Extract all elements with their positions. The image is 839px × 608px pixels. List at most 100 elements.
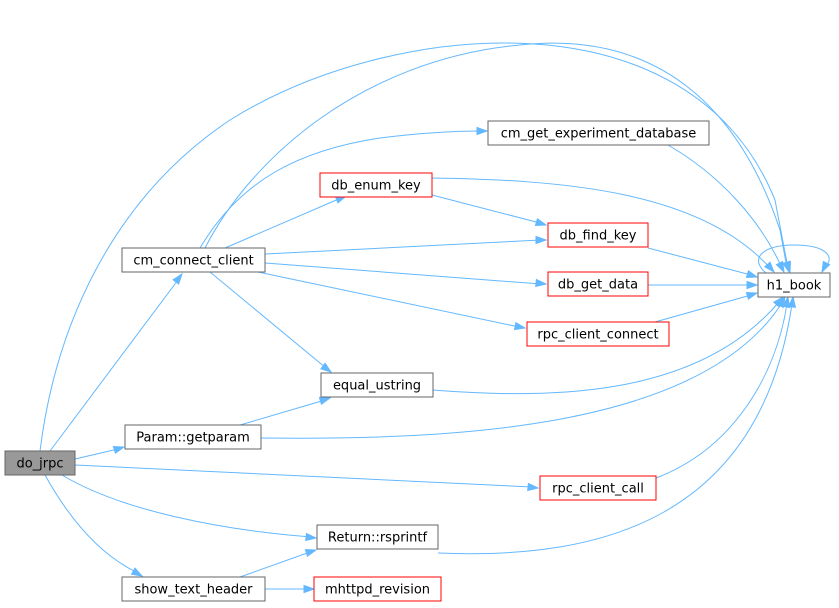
node-box [539, 475, 657, 501]
edge-cm_connect_client-to-cm_get_experiment_database [199, 126, 489, 249]
edge-line [431, 194, 541, 224]
node-label: cm_get_experiment_database [501, 127, 697, 142]
edge-line [758, 244, 830, 274]
node-rpc_client_call[interactable]: rpc_client_call [539, 475, 657, 501]
edge-line [437, 303, 793, 555]
arrowhead-icon [781, 295, 791, 309]
arrowhead-icon [821, 260, 831, 274]
node-label: db_find_key [560, 229, 637, 244]
arrowhead-icon [527, 482, 540, 492]
node-layer: do_jrpc cm_connect_clientParam::getparams… [4, 120, 831, 602]
arrowhead-icon [112, 445, 126, 455]
edge-line [431, 177, 771, 269]
arrowhead-icon [781, 260, 791, 274]
edge-line [74, 448, 119, 460]
edge-line [239, 399, 326, 426]
edge-line [49, 279, 179, 452]
edge-db_enum_key-to-h1_book [431, 177, 775, 274]
node-label: db_enum_key [331, 179, 421, 194]
node-label: db_get_data [558, 278, 638, 293]
node-show_text_header[interactable]: show_text_header [121, 576, 266, 602]
node-label: rpc_client_call [552, 482, 644, 497]
edge-line [239, 551, 311, 578]
node-db_get_data[interactable]: db_get_data [547, 271, 649, 297]
node-label: Return::rsprintf [328, 531, 428, 546]
edge-rpc_client_call-to-h1_book [655, 295, 791, 479]
node-db_find_key[interactable]: db_find_key [547, 222, 649, 248]
arrowhead-icon [745, 269, 759, 279]
edge-Param_getparam-to-h1_book [260, 295, 786, 439]
node-box [319, 172, 433, 198]
arrowhead-icon [535, 278, 548, 288]
node-do_jrpc[interactable]: do_jrpc [4, 450, 76, 476]
edge-line [655, 303, 788, 479]
arrowhead-icon [763, 261, 775, 274]
arrowhead-icon [535, 235, 548, 245]
edge-layer [39, 42, 831, 594]
edge-line [44, 474, 139, 574]
arrowhead-icon [775, 260, 785, 274]
node-rpc_client_connect[interactable]: rpc_client_connect [526, 321, 670, 347]
node-box [124, 424, 262, 450]
node-Return_rsprintf[interactable]: Return::rsprintf [316, 524, 439, 550]
node-h1_book[interactable]: h1_book [757, 272, 831, 298]
edge-db_get_data-to-h1_book [648, 280, 759, 290]
edge-line [264, 239, 542, 255]
edge-cm_connect_client-to-h1_book [204, 42, 791, 274]
edge-line [264, 262, 542, 285]
edge-line [654, 294, 752, 323]
edge-db_enum_key-to-db_find_key [431, 194, 548, 227]
edge-db_find_key-to-h1_book [647, 247, 759, 279]
arrowhead-icon [513, 321, 527, 331]
node-label: do_jrpc [16, 457, 63, 472]
edge-do_jrpc-to-show_text_header [44, 474, 144, 577]
arrowhead-icon [303, 584, 316, 594]
node-label: cm_connect_client [133, 254, 253, 269]
edge-line [39, 42, 789, 452]
arrowhead-icon [172, 272, 183, 285]
arrowhead-icon [305, 532, 318, 542]
node-Param_getparam[interactable]: Param::getparam [124, 424, 262, 450]
node-cm_connect_client[interactable]: cm_connect_client [121, 247, 266, 273]
edge-show_text_header-to-Return_rsprintf [239, 548, 318, 578]
node-equal_ustring[interactable]: equal_ustring [320, 372, 434, 398]
arrowhead-icon [476, 126, 489, 136]
node-db_enum_key[interactable]: db_enum_key [319, 172, 433, 198]
edge-do_jrpc-to-Return_rsprintf [61, 474, 318, 542]
edge-line [74, 464, 533, 488]
edge-line [204, 42, 788, 269]
edge-show_text_header-to-mhttpd_revision [265, 584, 316, 594]
edge-line [61, 474, 312, 538]
node-cm_get_experiment_database[interactable]: cm_get_experiment_database [487, 120, 710, 146]
edge-cm_connect_client-to-equal_ustring [209, 271, 333, 373]
edge-h1_book-to-h1_book [758, 244, 831, 274]
node-box [757, 272, 831, 298]
arrowhead-icon [787, 295, 797, 308]
arrowhead-icon [320, 362, 333, 373]
arrowhead-icon [304, 548, 318, 558]
edge-line [667, 144, 782, 267]
node-box [526, 321, 670, 347]
node-mhttpd_revision[interactable]: mhttpd_revision [313, 576, 442, 602]
edge-cm_connect_client-to-db_enum_key [224, 195, 348, 249]
edge-line [224, 197, 342, 249]
edge-cm_connect_client-to-db_get_data [264, 262, 548, 288]
node-label: Param::getparam [136, 431, 250, 446]
edge-cm_get_experiment_database-to-h1_book [667, 144, 785, 274]
arrowhead-icon [318, 396, 332, 406]
node-label: h1_book [767, 279, 822, 294]
node-box [316, 524, 439, 550]
arrowhead-icon [746, 280, 759, 290]
arrowhead-icon [130, 567, 144, 577]
edge-line [257, 271, 520, 328]
edge-line [647, 247, 752, 276]
node-box [547, 222, 649, 248]
node-box [121, 247, 266, 273]
edge-line [199, 130, 483, 249]
edge-do_jrpc-to-rpc_client_call [74, 464, 540, 492]
node-box [320, 372, 434, 398]
edge-Return_rsprintf-to-h1_book [437, 295, 797, 555]
edge-line [209, 271, 327, 369]
edge-line [432, 301, 780, 395]
